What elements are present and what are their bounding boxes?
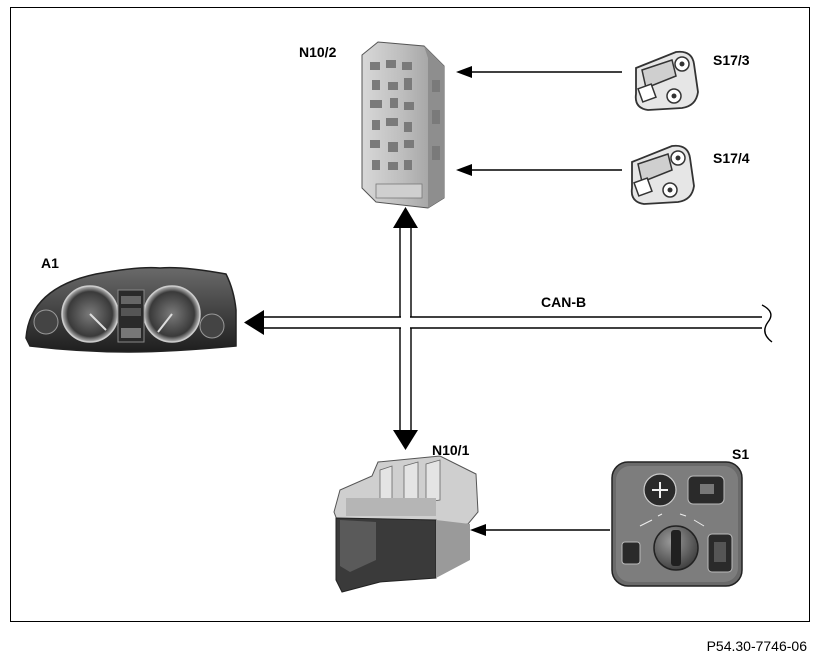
label-can-b: CAN-B bbox=[541, 294, 587, 310]
label-n10-1: N10/1 bbox=[432, 442, 470, 458]
can-b-bus bbox=[244, 207, 773, 450]
arrow-s1-to-n10-1 bbox=[470, 524, 486, 536]
arrow-s17-4-to-n10-2 bbox=[456, 164, 472, 176]
can-arrow-to-n10-2 bbox=[393, 207, 418, 228]
arrow-s17-3-to-n10-2 bbox=[456, 66, 472, 78]
label-s17-3: S17/3 bbox=[713, 52, 750, 68]
label-a1: A1 bbox=[41, 255, 59, 271]
n10-1-module-image bbox=[333, 455, 479, 593]
can-arrow-to-a1 bbox=[244, 310, 264, 335]
label-s1: S1 bbox=[732, 446, 750, 462]
a1-instrument-cluster-image bbox=[25, 266, 237, 353]
diagram-frame bbox=[10, 7, 810, 622]
bus-break-mark bbox=[761, 304, 773, 343]
can-arrow-to-n10-1 bbox=[393, 430, 418, 450]
figure-reference: P54.30-7746-06 bbox=[706, 638, 807, 654]
s17-4-switch-image bbox=[630, 144, 695, 205]
signal-arrows bbox=[456, 66, 622, 536]
label-s17-4: S17/4 bbox=[713, 150, 750, 166]
n10-2-module-image bbox=[361, 41, 445, 209]
s1-light-switch-image bbox=[611, 461, 743, 587]
label-n10-2: N10/2 bbox=[299, 44, 337, 60]
s17-3-switch-image bbox=[634, 50, 699, 111]
